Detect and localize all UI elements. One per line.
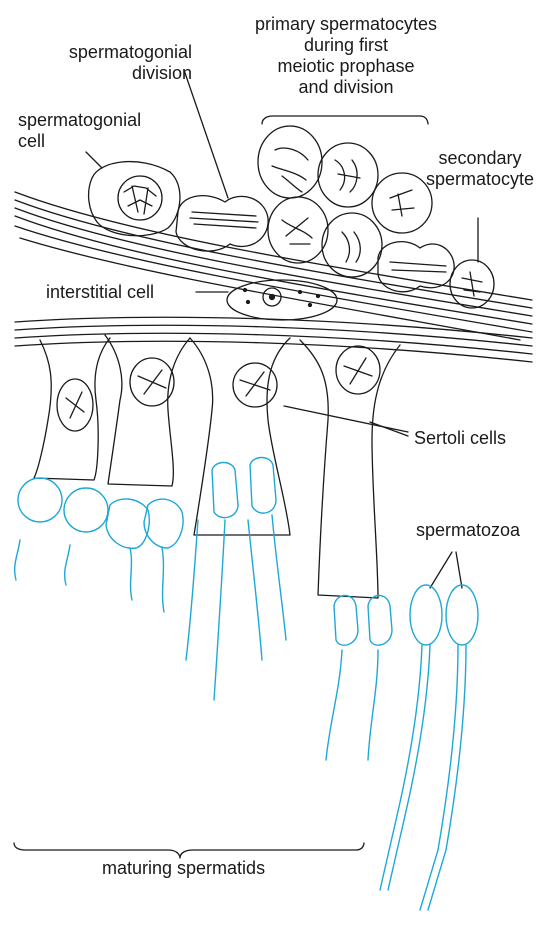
sertoli-cells xyxy=(34,335,400,598)
primary-spermatocytes-line4: and division xyxy=(234,77,458,98)
primary-spermatocytes-line1: primary spermatocytes xyxy=(234,14,458,35)
spermatogonial-division xyxy=(176,196,268,251)
spermatogonial-cell xyxy=(89,162,180,236)
spermatogonial-cell-line2: cell xyxy=(18,131,141,152)
interstitial-cell xyxy=(227,280,337,320)
spermatozoa-label: spermatozoa xyxy=(416,520,520,541)
spermatogonial-division-line2: division xyxy=(24,63,192,84)
spermatids-blue xyxy=(15,458,478,911)
primary-spermatocytes-label: primary spermatocytes during first meiot… xyxy=(234,14,458,98)
spermatogonial-cell-line1: spermatogonial xyxy=(18,110,141,131)
sertoli-cells-label: Sertoli cells xyxy=(414,428,506,449)
primary-spermatocytes-line3: meiotic prophase xyxy=(234,56,458,77)
spermatogonial-cell-label: spermatogonial cell xyxy=(18,110,141,152)
secondary-spermatocyte-label: secondary spermatocyte xyxy=(426,148,534,190)
secondary-spermatocyte-line2: spermatocyte xyxy=(426,169,534,190)
spermatogonial-division-label: spermatogonial division xyxy=(24,42,192,84)
primary-spermatocytes-line2: during first xyxy=(234,35,458,56)
interstitial-cell-label: interstitial cell xyxy=(46,282,154,303)
lower-fiber-band xyxy=(15,317,532,362)
spermatogonial-division-line1: spermatogonial xyxy=(24,42,192,63)
secondary-spermatocyte xyxy=(450,260,494,308)
secondary-spermatocyte-line1: secondary xyxy=(426,148,534,169)
maturing-spermatids-label: maturing spermatids xyxy=(102,858,265,879)
leader-lines xyxy=(14,70,478,858)
